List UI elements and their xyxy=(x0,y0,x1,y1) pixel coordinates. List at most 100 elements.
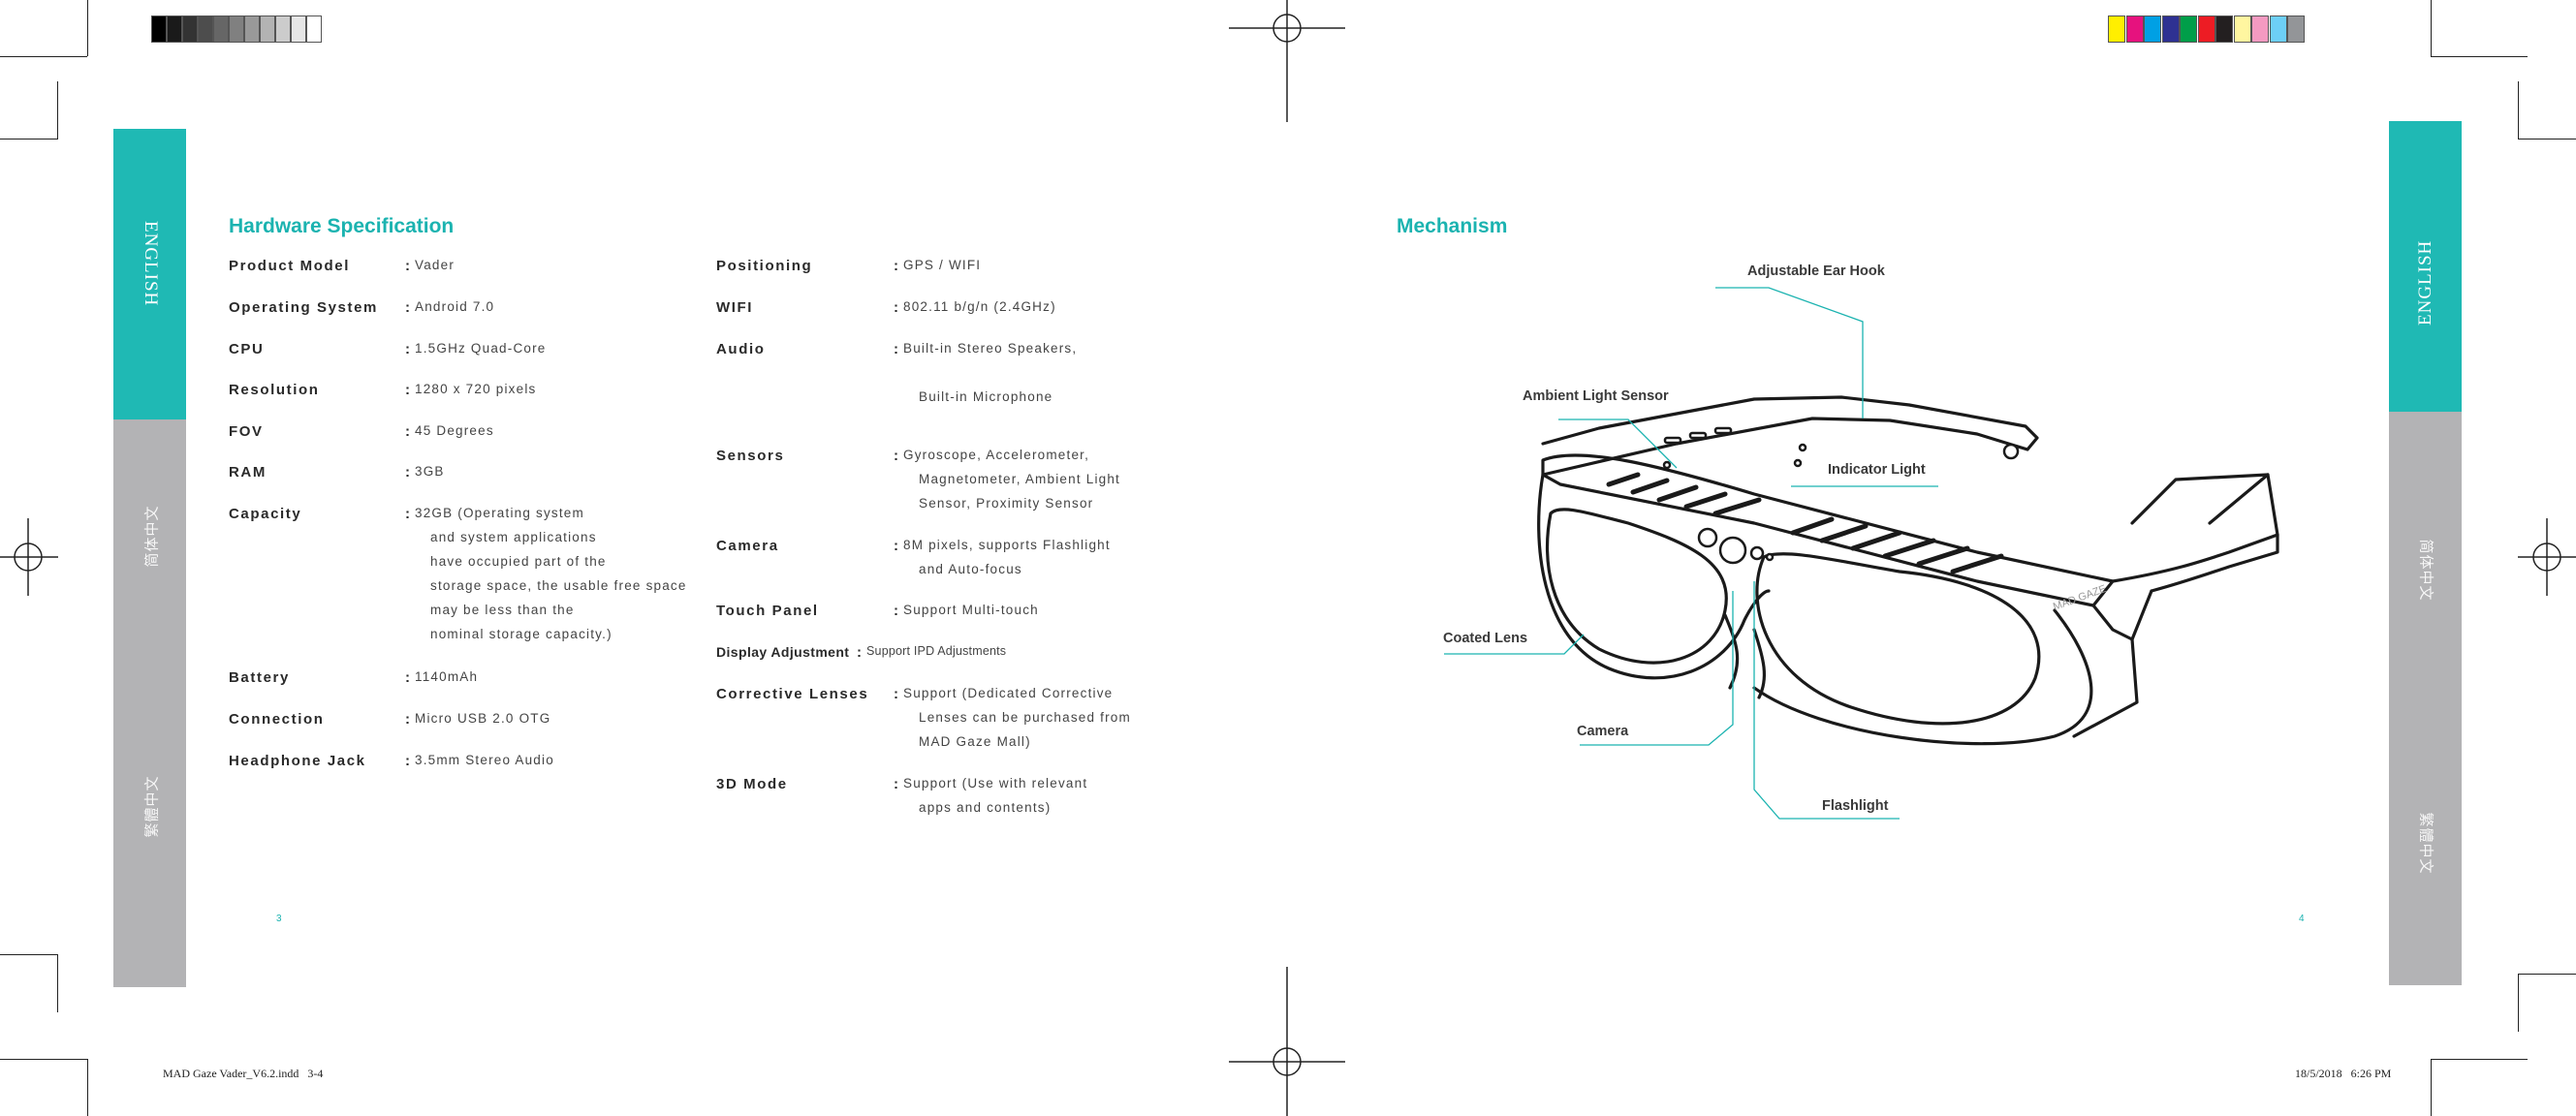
spec-label: CPU xyxy=(229,341,265,357)
spec-value-line: Support IPD Adjustments xyxy=(866,644,1007,658)
page-number-right: 4 xyxy=(2299,914,2305,924)
spec-colon: : xyxy=(894,603,900,619)
spec-colon: : xyxy=(894,448,900,464)
gray-swatch xyxy=(306,16,322,43)
spec-label: Operating System xyxy=(229,299,378,316)
right-sidebar-chinese-tabs xyxy=(2389,412,2462,985)
spec-value-line: Support Multi-touch xyxy=(903,603,1039,617)
callout-ambient-light-sensor: Ambient Light Sensor xyxy=(1523,388,1669,404)
spec-value-line: Magnetometer, Ambient Light xyxy=(919,472,1121,486)
spec-value: 1280 x 720 pixels xyxy=(415,377,536,401)
spec-value-line: and system applications xyxy=(430,530,597,544)
spec-title: Hardware Specification xyxy=(229,215,455,237)
spec-value-line: 1140mAh xyxy=(415,669,479,684)
spec-colon: : xyxy=(405,299,412,316)
right-sidebar-traditional-label: 繁體中文 xyxy=(2417,812,2434,875)
spec-colon: : xyxy=(894,686,900,702)
callout-leader-lines xyxy=(1444,287,1938,820)
spec-label: Capacity xyxy=(229,506,302,522)
spec-value-line: Lenses can be purchased from xyxy=(919,710,1131,725)
spec-value: 1.5GHz Quad-Core xyxy=(415,336,547,360)
spec-label: Camera xyxy=(716,538,779,554)
spec-value-line: Sensor, Proximity Sensor xyxy=(919,496,1094,511)
spec-colon: : xyxy=(405,711,412,728)
spec-colon: : xyxy=(405,506,412,522)
spec-value-line: have occupied part of the xyxy=(430,554,607,569)
registration-mark-bottom xyxy=(1229,967,1345,1116)
spec-value: Micro USB 2.0 OTG xyxy=(415,706,550,730)
spec-label: Positioning xyxy=(716,258,813,274)
spec-label: Sensors xyxy=(716,448,785,464)
spec-value-line: Vader xyxy=(415,258,456,272)
callout-adjustable-ear-hook: Adjustable Ear Hook xyxy=(1747,264,1885,279)
left-sidebar-english-tab xyxy=(113,129,186,419)
gray-swatch xyxy=(167,16,182,43)
registration-mark-left xyxy=(0,518,58,596)
spec-colon: : xyxy=(405,382,412,398)
gray-swatch xyxy=(151,16,167,43)
spec-label: Battery xyxy=(229,669,290,686)
spec-value: 45 Degrees xyxy=(415,418,494,443)
spec-value-line: 3.5mm Stereo Audio xyxy=(415,753,554,767)
spec-colon: : xyxy=(894,341,900,357)
right-sidebar-english-label: ENGLISH xyxy=(2415,239,2435,326)
color-swatch xyxy=(2108,16,2125,43)
left-sidebar-traditional-label: 繁體中文 xyxy=(144,775,161,838)
spec-value-line: MAD Gaze Mall) xyxy=(919,734,1031,749)
left-sidebar-simplified-label: 简体中文 xyxy=(144,505,161,568)
spec-value-line: 3GB xyxy=(415,464,445,479)
spec-value: GPS / WIFI xyxy=(903,253,981,277)
spec-colon: : xyxy=(405,753,412,769)
footer-timestamp: 18/5/2018 6:26 PM xyxy=(2295,1067,2392,1080)
color-swatch xyxy=(2125,16,2144,43)
spec-label: Corrective Lenses xyxy=(716,686,869,702)
registration-mark-right xyxy=(2518,518,2576,596)
spec-value-line xyxy=(903,360,1077,385)
spec-value-line: Micro USB 2.0 OTG xyxy=(415,711,551,726)
spec-colon: : xyxy=(405,341,412,357)
gray-swatch xyxy=(244,16,260,43)
spec-value: Support IPD Adjustments xyxy=(866,639,1006,664)
color-swatch xyxy=(2180,16,2197,43)
spec-value-line: Support (Use with relevant xyxy=(903,776,1088,790)
spec-label: Display Adjustment xyxy=(716,644,850,660)
spec-value-line: 1.5GHz Quad-Core xyxy=(415,341,547,356)
spec-value-line: nominal storage capacity.) xyxy=(430,627,613,641)
right-sidebar-english-tab xyxy=(2389,121,2462,412)
left-sidebar-chinese-tabs xyxy=(113,419,186,987)
spec-value-line: 802.11 b/g/n (2.4GHz) xyxy=(903,299,1056,314)
spec-value-line: 8M pixels, supports Flashlight xyxy=(903,538,1111,552)
spec-label: Audio xyxy=(716,341,766,357)
gray-swatch xyxy=(229,16,244,43)
spec-value-line: 45 Degrees xyxy=(415,423,494,438)
spec-label: WIFI xyxy=(716,299,754,316)
spec-value: Built-in Stereo Speakers, Built-in Micro… xyxy=(903,336,1077,409)
spec-colon: : xyxy=(894,776,900,792)
footer-file-name: MAD Gaze Vader_V6.2.indd 3-4 xyxy=(163,1067,324,1080)
spec-value: Support Multi-touch xyxy=(903,598,1039,622)
color-swatch xyxy=(2233,16,2251,43)
spec-value: 3GB xyxy=(415,459,445,483)
gray-swatch xyxy=(182,16,198,43)
color-swatch xyxy=(2215,16,2233,43)
callout-indicator-light: Indicator Light xyxy=(1828,462,1926,478)
spec-label: FOV xyxy=(229,423,264,440)
spec-value: Vader xyxy=(415,253,455,277)
color-swatch xyxy=(2269,16,2287,43)
spec-value: 802.11 b/g/n (2.4GHz) xyxy=(903,294,1056,319)
spec-value-line: Support (Dedicated Corrective xyxy=(903,686,1114,700)
spec-colon: : xyxy=(405,464,412,480)
spec-value-line: 1280 x 720 pixels xyxy=(415,382,537,396)
spec-label: RAM xyxy=(229,464,267,480)
gray-swatch xyxy=(291,16,306,43)
right-sidebar-simplified-label: 简体中文 xyxy=(2417,539,2434,602)
spec-value-line: Gyroscope, Accelerometer, xyxy=(903,448,1090,462)
gray-swatch xyxy=(260,16,275,43)
spec-label: 3D Mode xyxy=(716,776,788,792)
spec-value: 1140mAh xyxy=(415,665,478,689)
mechanism-title: Mechanism xyxy=(1397,215,1508,237)
spec-value-line: Android 7.0 xyxy=(415,299,495,314)
